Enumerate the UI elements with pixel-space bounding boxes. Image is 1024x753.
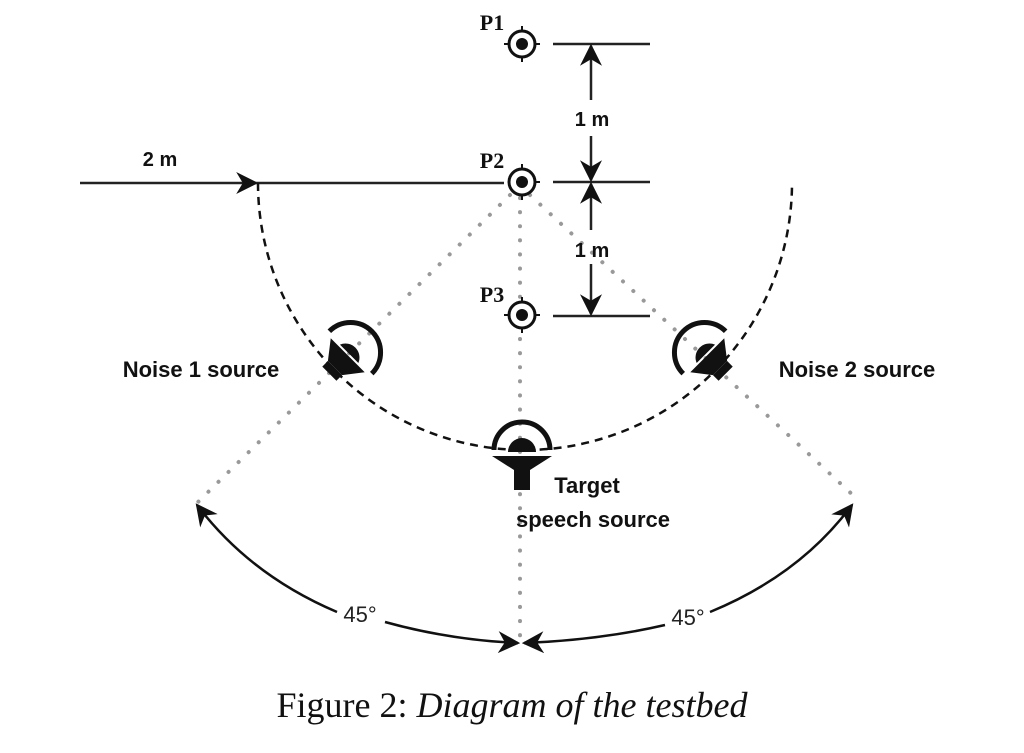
angle-arc-left [195, 503, 338, 614]
point-p1-marker-icon [504, 26, 540, 62]
point-p3-label: P3 [480, 282, 504, 307]
angle-arc-right [709, 503, 854, 614]
figure-caption: Figure 2: Diagram of the testbed [0, 684, 1024, 726]
angle-label-right: 45° [671, 605, 704, 630]
dotted-line-left [196, 193, 512, 504]
target-label-line2: speech source [516, 507, 670, 532]
point-p2-label: P2 [480, 148, 504, 173]
point-p3-marker-icon [504, 297, 540, 333]
noise2-speaker-icon [671, 319, 733, 381]
noise2-label: Noise 2 source [779, 357, 936, 382]
source-arc [256, 182, 794, 452]
noise1-speaker-icon [322, 319, 384, 381]
dist-label-p2-p3: 1 m [575, 240, 609, 262]
angle-arc-right-lower [521, 623, 666, 654]
dist-label-p1-p2: 1 m [575, 109, 609, 131]
target-speaker-icon [491, 419, 553, 490]
point-p1-label: P1 [480, 10, 504, 35]
point-p2-marker-icon [507, 164, 540, 200]
caption-prefix: Figure 2: [276, 685, 417, 725]
radius-label: 2 m [143, 149, 177, 171]
caption-title: Diagram of the testbed [416, 685, 748, 725]
angle-arc-left-lower [384, 620, 521, 654]
noise1-label: Noise 1 source [123, 357, 280, 382]
target-label-line1: Target [554, 473, 620, 498]
angle-label-left: 45° [343, 602, 376, 627]
